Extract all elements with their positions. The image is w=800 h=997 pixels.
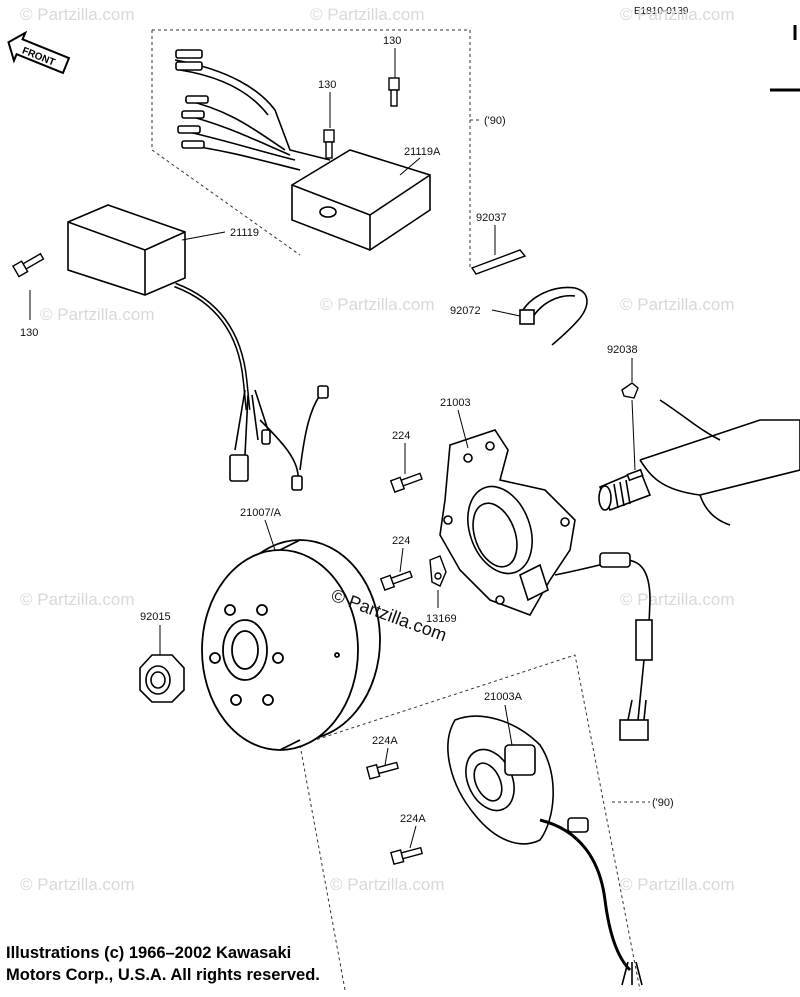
copyright-line-1: Illustrations (c) 1966–2002 Kawasaki xyxy=(6,944,292,962)
nut-92015 xyxy=(139,654,185,703)
svg-text:© Partzilla.com: © Partzilla.com xyxy=(20,590,135,609)
svg-text:© Partzilla.com: © Partzilla.com xyxy=(620,875,735,894)
stator-21003a xyxy=(447,715,643,986)
cdi-unit-21119a xyxy=(174,49,431,251)
bolt-130-left xyxy=(12,252,45,278)
flywheel-21007 xyxy=(201,539,381,751)
key-92038 xyxy=(621,382,639,399)
svg-text:© Partzilla.com: © Partzilla.com xyxy=(620,295,735,314)
label-130-mid: 130 xyxy=(318,79,336,91)
label-130-top: 130 xyxy=(383,35,401,47)
part-labels: 130 130 130 ('90) 21119A 21119 92037 920… xyxy=(20,35,674,825)
label-year-90-bottom: ('90) xyxy=(652,797,674,809)
svg-text:© Partzilla.com: © Partzilla.com xyxy=(20,875,135,894)
label-130-left: 130 xyxy=(20,327,38,339)
label-21119a: 21119A xyxy=(404,146,441,158)
screw-224a-bottom xyxy=(390,846,424,866)
svg-text:© Partzilla.com: © Partzilla.com xyxy=(20,5,135,24)
label-year-90-top: ('90) xyxy=(484,115,506,127)
stator-plate-21003 xyxy=(439,429,653,741)
label-224a-top: 224A xyxy=(372,735,398,747)
label-92072: 92072 xyxy=(450,305,481,317)
svg-text:© Partzilla.com: © Partzilla.com xyxy=(330,875,445,894)
screw-224a-top xyxy=(365,761,400,780)
label-92038: 92038 xyxy=(607,344,638,356)
svg-text:© Partzilla.com: © Partzilla.com xyxy=(310,5,425,24)
clamp-13169 xyxy=(429,555,447,587)
label-13169: 13169 xyxy=(426,613,457,625)
svg-text:© Partzilla.com: © Partzilla.com xyxy=(620,5,735,24)
crankshaft xyxy=(598,399,800,526)
label-21119: 21119 xyxy=(230,227,259,239)
label-92015: 92015 xyxy=(140,611,171,623)
svg-text:© Partzilla.com: © Partzilla.com xyxy=(620,590,735,609)
label-224-mid: 224 xyxy=(392,535,410,547)
diagram-code: E1810-0139 xyxy=(634,6,689,17)
label-92037: 92037 xyxy=(476,212,507,224)
clamp-92072 xyxy=(519,286,588,346)
screw-224-top xyxy=(389,472,423,493)
label-21007a: 21007/A xyxy=(240,507,282,519)
plate-92037 xyxy=(470,249,527,275)
svg-text:© Partzilla.com: © Partzilla.com xyxy=(40,305,155,324)
svg-text:© Partzilla.com: © Partzilla.com xyxy=(320,295,435,314)
label-21003: 21003 xyxy=(440,397,471,409)
screw-224-mid xyxy=(379,570,413,591)
cdi-unit-21119 xyxy=(67,204,329,491)
front-arrow-icon: FRONT xyxy=(7,30,71,75)
leader-lines xyxy=(29,48,636,849)
group-outline-1990-top xyxy=(151,29,480,270)
bolt-130-mid xyxy=(323,129,335,159)
label-224a-bottom: 224A xyxy=(400,813,426,825)
label-224-top: 224 xyxy=(392,430,410,442)
bolt-130-top xyxy=(388,77,400,107)
group-outline-1990-bottom xyxy=(299,654,650,991)
copyright-line-2: Motors Corp., U.S.A. All rights reserved… xyxy=(6,966,320,984)
label-21003a: 21003A xyxy=(484,691,523,703)
watermark-layer: © Partzilla.com © Partzilla.com © Partzi… xyxy=(20,5,735,894)
